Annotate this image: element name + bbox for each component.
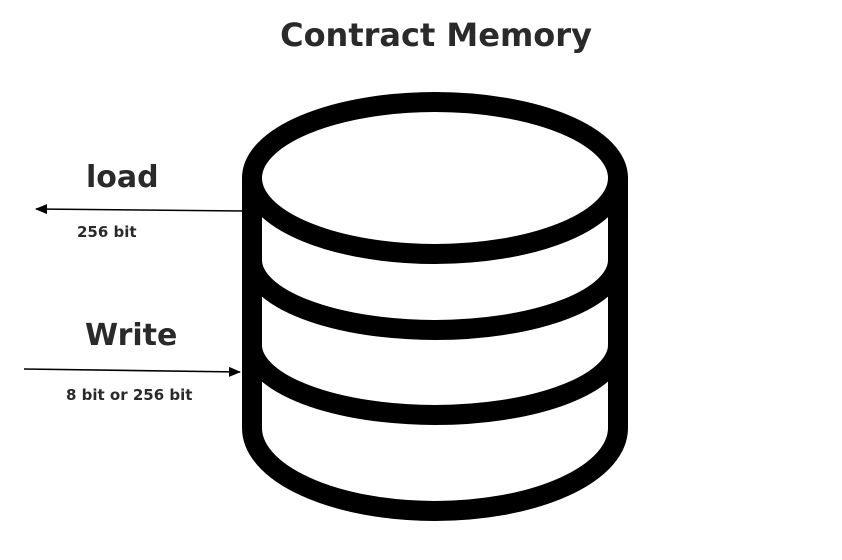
database-top (242, 92, 628, 264)
load-label: load (86, 160, 159, 195)
database-body (242, 178, 628, 521)
database-icon (242, 92, 628, 521)
load-arrow (35, 204, 245, 215)
database-band-2 (242, 344, 628, 425)
diagram-title: Contract Memory (280, 16, 592, 54)
database-band-1 (242, 259, 628, 340)
load-bits-label: 256 bit (77, 223, 137, 241)
write-label: Write (85, 318, 178, 353)
write-arrow (23, 366, 241, 377)
write-bits-label: 8 bit or 256 bit (66, 386, 193, 404)
